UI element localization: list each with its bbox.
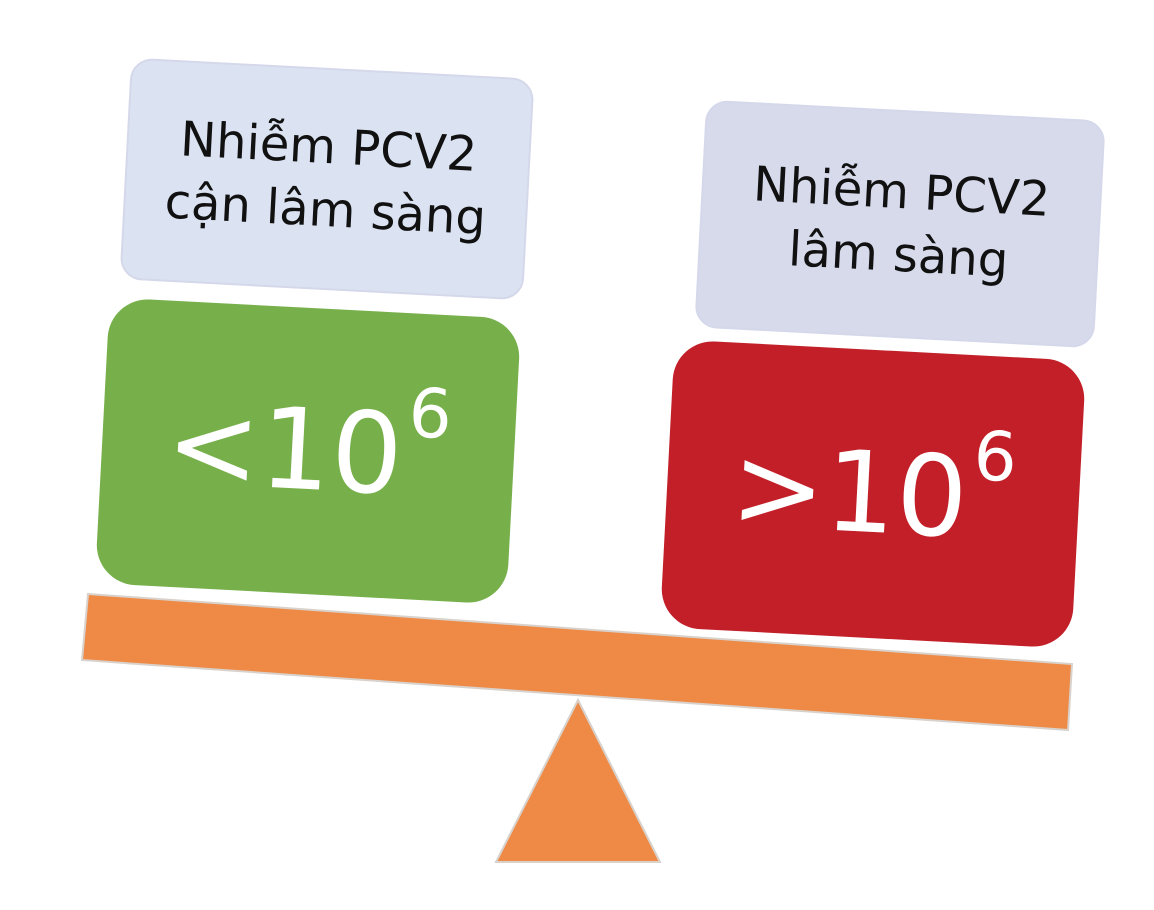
label-subclinical: Nhiễm PCV2 cận lâm sàng bbox=[119, 57, 535, 301]
value-low-base: <10 bbox=[162, 378, 406, 521]
value-low-exponent: 6 bbox=[406, 374, 454, 456]
seesaw-beam bbox=[80, 592, 1074, 732]
value-high-base: >10 bbox=[727, 421, 971, 564]
label-clinical: Nhiễm PCV2 lâm sàng bbox=[694, 99, 1106, 349]
seesaw-fulcrum bbox=[494, 697, 662, 863]
label-clinical-line2: lâm sàng bbox=[787, 221, 1010, 289]
value-high-exponent: 6 bbox=[971, 417, 1019, 499]
